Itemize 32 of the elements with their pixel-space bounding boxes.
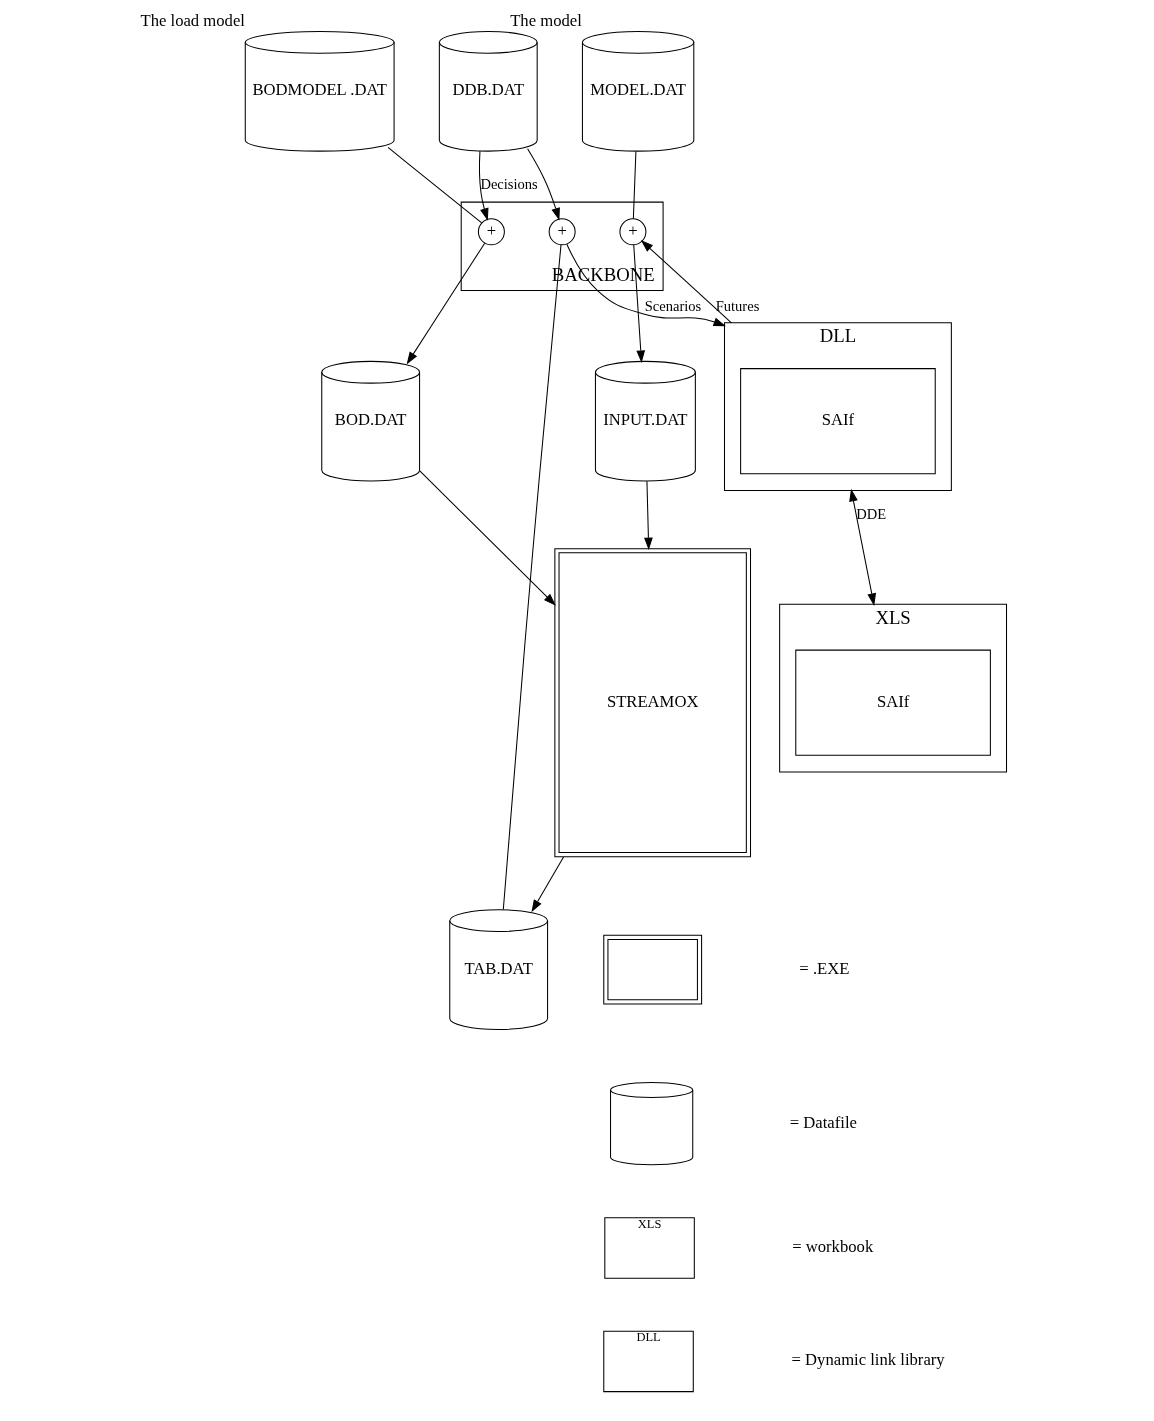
node-label: The load model: [140, 11, 245, 31]
legend-label: = Dynamic link library: [791, 1350, 945, 1370]
arrow: [640, 240, 732, 324]
node-box: DLL: [602, 1330, 694, 1393]
edge-label: DDE: [855, 505, 886, 522]
arrow: [406, 242, 485, 365]
arrow: [530, 856, 564, 913]
arrow: [478, 150, 488, 221]
node-box: SAIf: [794, 649, 991, 756]
node-box: SAIf: [739, 368, 936, 475]
arrow: [526, 148, 560, 221]
arrow: [643, 480, 653, 551]
connector: [387, 146, 482, 224]
node-label: The model: [509, 11, 582, 31]
arrow: [565, 243, 726, 327]
node-box: STREAMOX: [553, 548, 751, 858]
connector: [502, 244, 561, 910]
node-circle: +: [477, 218, 505, 246]
edge-label: Futures: [715, 297, 759, 314]
connector: [632, 150, 636, 220]
edge-label: Scenarios: [644, 297, 701, 314]
legend-label: = Datafile: [789, 1112, 857, 1132]
legend-label: = .EXE: [798, 958, 849, 978]
node-circle: +: [548, 218, 576, 246]
node-circle: +: [618, 218, 646, 246]
node-box: XLS: [603, 1217, 695, 1279]
arrow: [632, 244, 645, 363]
node-box: [602, 934, 702, 1005]
edge-label: Decisions: [479, 175, 538, 192]
arrow: [418, 470, 556, 606]
arrow: [848, 488, 876, 606]
legend-label: = workbook: [791, 1236, 873, 1256]
